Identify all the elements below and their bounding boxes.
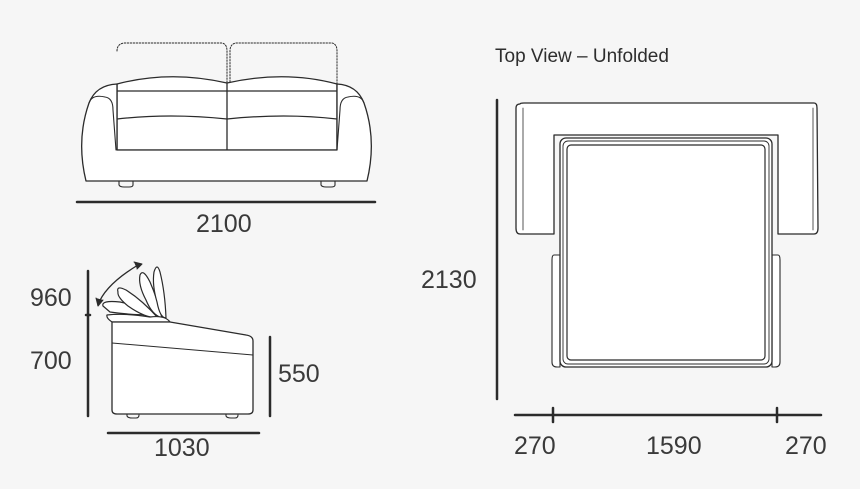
side-view: [84, 261, 272, 435]
side-back-height-label: 700: [30, 347, 72, 375]
top-view-title: Top View – Unfolded: [495, 46, 669, 67]
top-right-arm-label: 270: [785, 432, 827, 460]
top-left-arm-label: 270: [514, 432, 556, 460]
front-width-label: 2100: [196, 210, 252, 238]
top-length-label: 2130: [421, 266, 477, 294]
front-view: [75, 42, 377, 204]
side-total-height-label: 960: [30, 284, 72, 312]
top-bed-width-label: 1590: [646, 432, 702, 460]
top-view: [495, 98, 823, 424]
side-seat-height-label: 550: [278, 360, 320, 388]
side-depth-label: 1030: [154, 434, 210, 462]
